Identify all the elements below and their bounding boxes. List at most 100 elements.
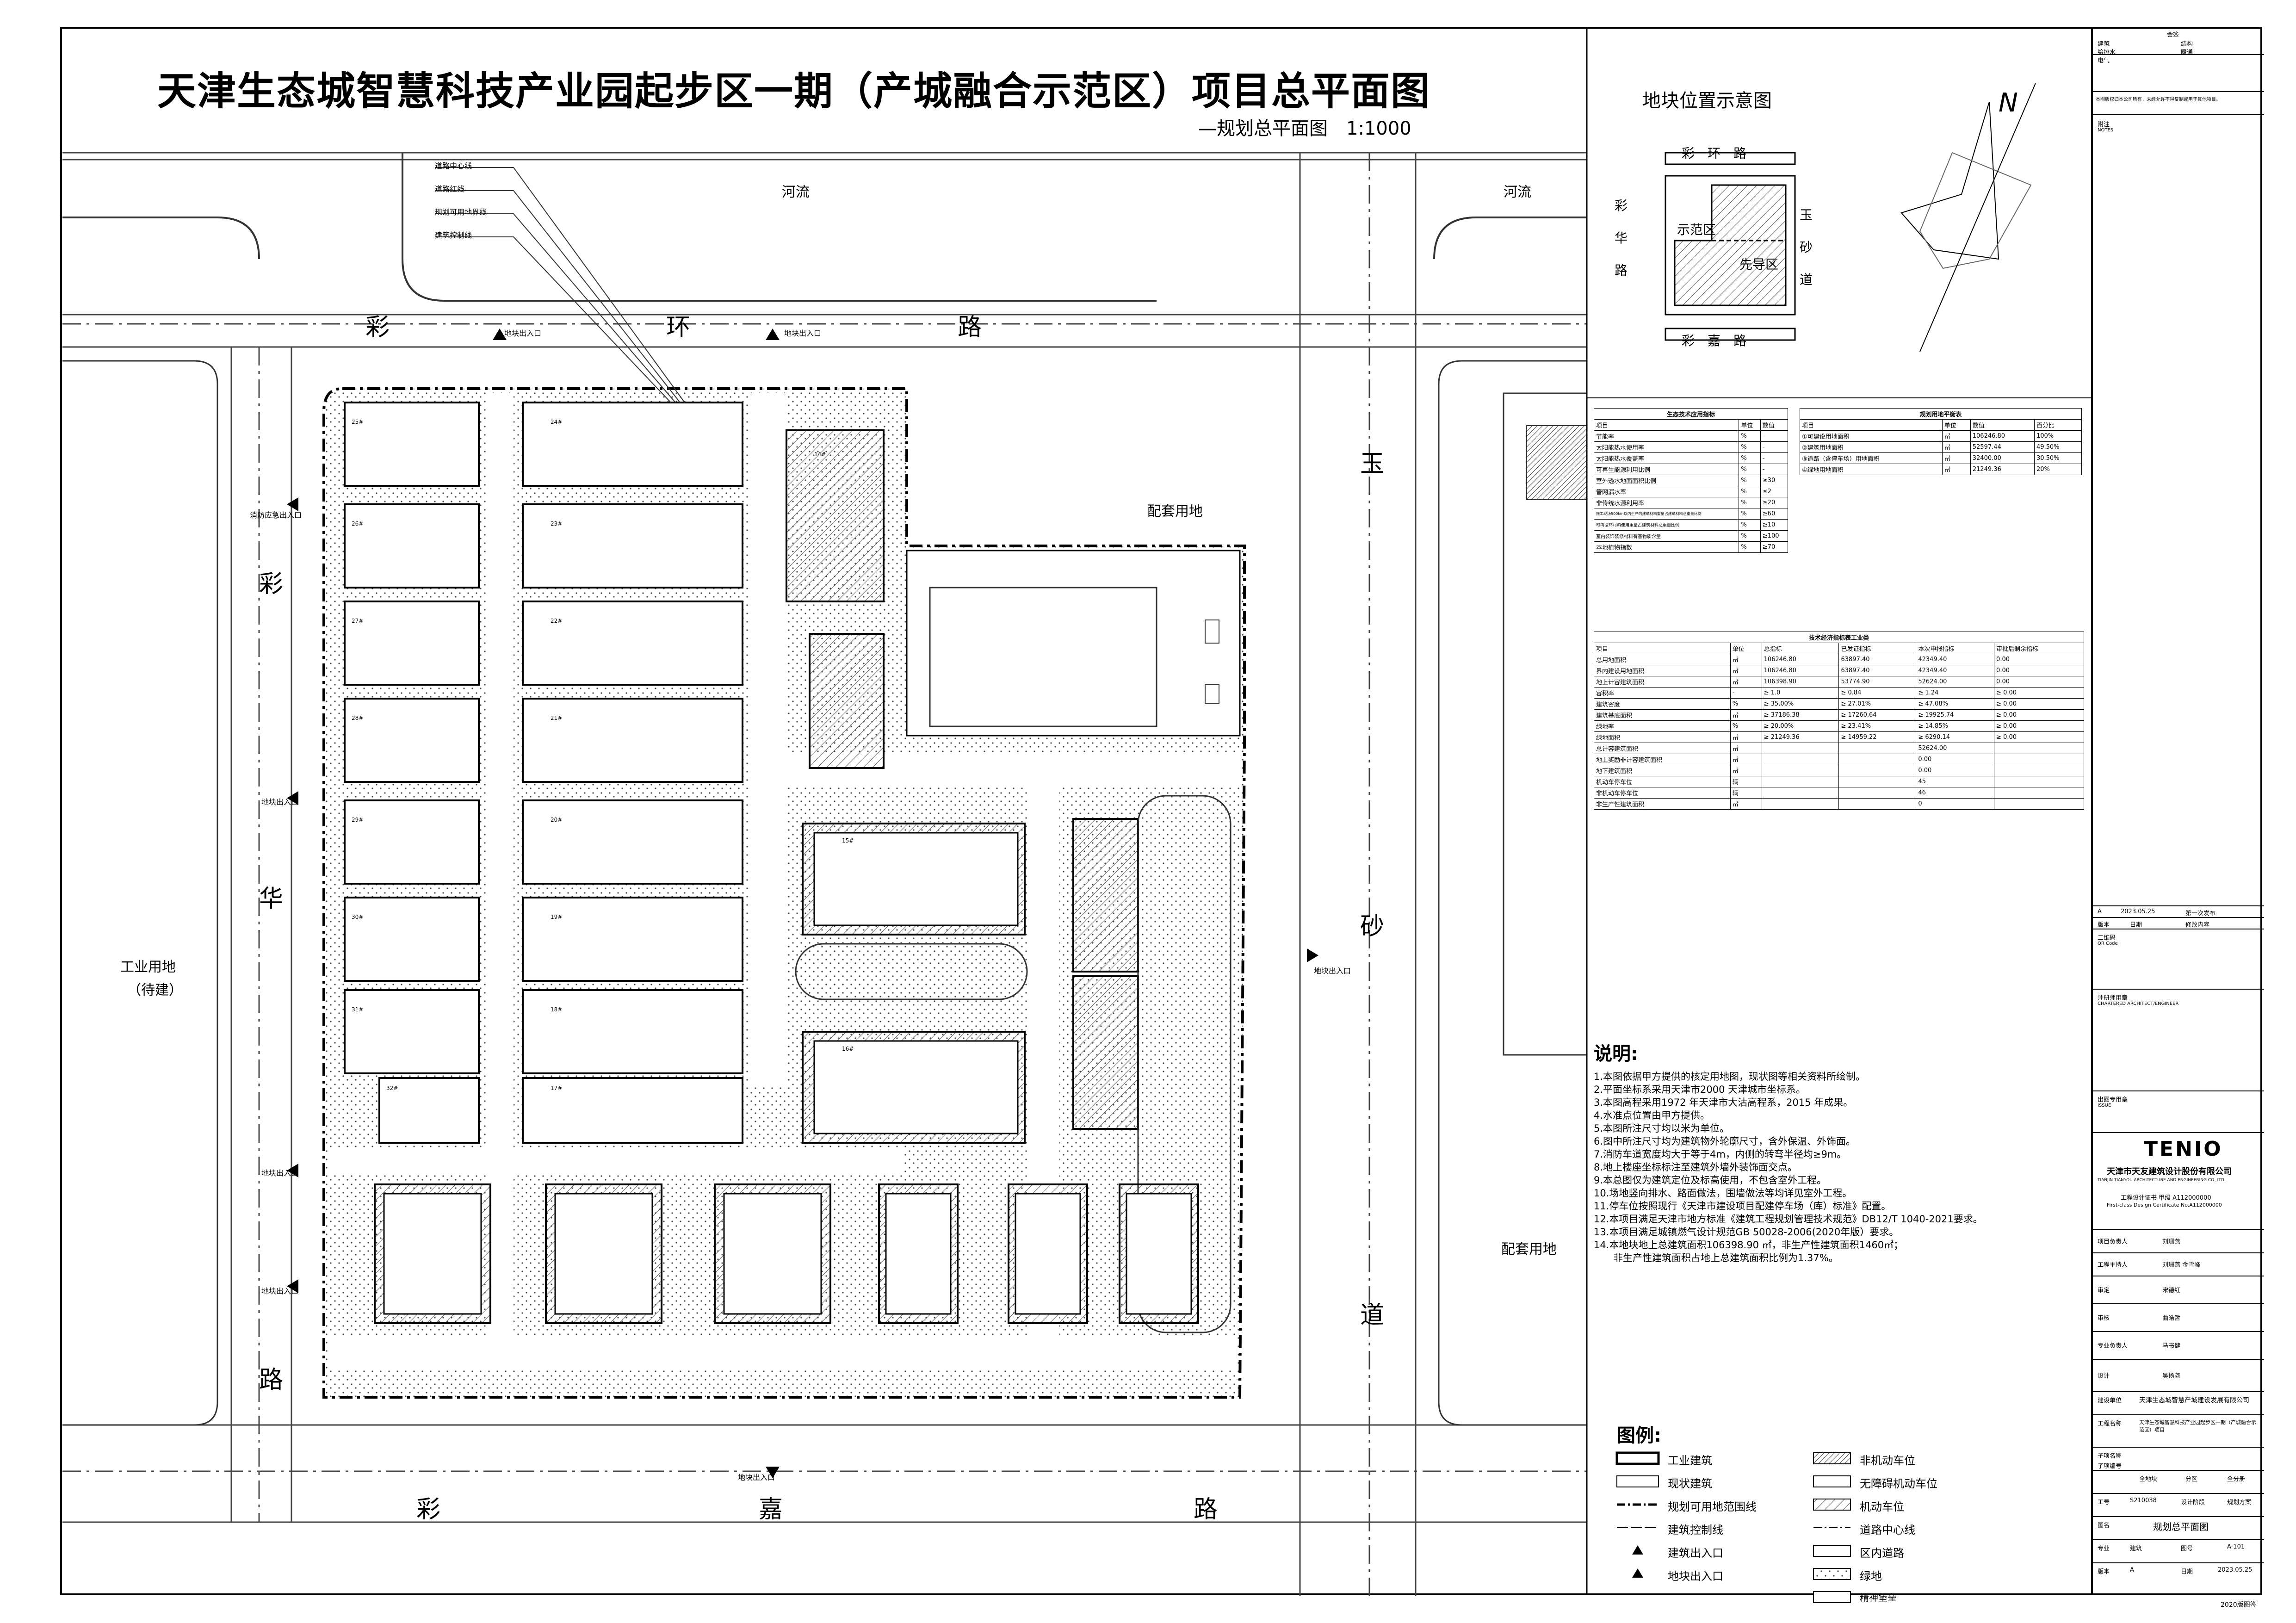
stamp-en: ISSUE	[2098, 1103, 2111, 1108]
stamp-label: 出图专用章	[2098, 1096, 2128, 1103]
road-left-2: 华	[259, 885, 284, 913]
sign-row: 给排水	[2098, 49, 2116, 56]
role-person: 刘珊燕 金雪峰	[2162, 1262, 2201, 1269]
date-label: 日期	[2181, 1568, 2193, 1575]
role-person: 吴扬尧	[2162, 1373, 2181, 1380]
bldg-28: 28#	[352, 715, 364, 721]
legend-item: 非机动车位	[1860, 1454, 1915, 1467]
bldg-15: 15#	[842, 837, 854, 844]
workshop-columns	[344, 402, 743, 1144]
project-name: 天津生态城智慧科技产业园起步区一期（产城融合示范区）项目	[2139, 1419, 2256, 1433]
eco-header: 数值	[1760, 419, 1789, 431]
client-name: 天津生态城智慧产城建设发展有限公司	[2139, 1397, 2249, 1404]
drawing-title-label: 图名	[2098, 1522, 2110, 1529]
role-person: 宋德红	[2162, 1287, 2181, 1294]
section-value: 全分册	[2227, 1476, 2246, 1483]
land-industrial-note: （待建）	[127, 982, 183, 998]
river-label-right: 河流	[1504, 184, 1531, 200]
note-line: 5.本图所注尺寸均以米为单位。	[1594, 1123, 1730, 1134]
legend-item: 区内道路	[1860, 1547, 1904, 1560]
road-right-3: 道	[1360, 1301, 1385, 1329]
bldg-32: 32#	[386, 1085, 398, 1091]
entrance-bottom: 地块出入口	[738, 1473, 775, 1482]
bldg-17: 17#	[551, 1085, 563, 1091]
road-right-2: 砂	[1360, 913, 1385, 941]
land-table-title: 规划用地平衡表	[1800, 408, 2082, 420]
version-label: 版本	[2098, 1568, 2110, 1575]
cert-line: 工程设计证书 甲级 A112000000	[2121, 1195, 2211, 1202]
road-top-2: 环	[666, 314, 691, 341]
legend-item: 机动车位	[1860, 1500, 1904, 1513]
table-row: 室内装饰装修材料有害物质含量%≥100	[1593, 530, 1789, 542]
job-label: 工号	[2098, 1499, 2110, 1506]
fire-entrance-left: 消防应急出入口	[250, 511, 302, 520]
river-bank	[62, 153, 1587, 302]
eco-table-title: 生态技术应用指标	[1594, 408, 1788, 420]
note-line: 非生产性建筑面积占地上总建筑面积比例为1.37%。	[1594, 1252, 1838, 1264]
bldg-19: 19#	[551, 914, 563, 920]
entrance-top-1: 地块出入口	[504, 329, 542, 338]
client-label: 建设单位	[2098, 1397, 2122, 1404]
bldg-14: 14#	[814, 451, 826, 458]
land-support-top: 配套用地	[1147, 503, 1203, 520]
callout-red-line: 道路红线	[435, 185, 465, 193]
road-top-1: 彩	[365, 314, 390, 341]
table-row: 室外透水地面面积比例%≥30	[1593, 475, 1789, 486]
sign-header: 会签	[2167, 31, 2179, 38]
note-line: 6.图中所注尺寸均为建筑物外轮廓尺寸，含外保温、外饰面。	[1594, 1136, 1856, 1147]
role-label: 设计	[2098, 1373, 2110, 1380]
legend-title: 图例:	[1617, 1425, 1661, 1446]
sign-row: 建筑	[2098, 41, 2110, 48]
role-person: 马书健	[2162, 1343, 2181, 1350]
stage-label: 设计阶段	[2181, 1499, 2205, 1506]
site-entrance-arrows	[287, 328, 1318, 1478]
location-road-bottom: 彩 嘉 路	[1682, 333, 1747, 348]
eco-header: 项目	[1593, 419, 1739, 431]
entrance-left-2: 地块出入口	[261, 1169, 299, 1177]
table-row: 太阳能热水覆盖率%-	[1593, 452, 1789, 464]
legend-item: 道路中心线	[1860, 1524, 1915, 1536]
bldg-27: 27#	[352, 618, 364, 624]
drawing-no-value: A-101	[2227, 1543, 2245, 1550]
bldg-21: 21#	[551, 715, 563, 721]
road-bottom-2: 嘉	[759, 1496, 783, 1524]
role-person: 曲皓哲	[2162, 1315, 2181, 1322]
project-label: 工程名称	[2098, 1420, 2122, 1427]
note-line: 3.本图高程采用1972 年天津市大沽高程系，2015 年成果。	[1594, 1097, 1853, 1108]
drawing-no-label: 图号	[2181, 1545, 2193, 1552]
road-top-3: 路	[958, 314, 982, 341]
river-lines	[62, 152, 1587, 161]
engineer-label: 注册师用章	[2098, 995, 2128, 1002]
tech-table-title: 技术经济指标表工业类	[1594, 632, 2084, 643]
sign-row: 暖通	[2181, 49, 2193, 56]
table-row: 管网漏水率%≤2	[1593, 486, 1789, 497]
road-bottom-3: 路	[1194, 1496, 1218, 1524]
entrance-left-1: 地块出入口	[261, 798, 299, 806]
stage-value: 规划方案	[2227, 1499, 2252, 1506]
version-value: A	[2130, 1567, 2134, 1573]
rev-header: 修改内容	[2185, 922, 2210, 929]
note-line: 14.本地块地上总建筑面积106398.90 ㎡，非生产性建筑面积1460㎡；	[1594, 1239, 1904, 1251]
copyright-notice: 本图版权归本公司所有，未经允许不得复制或用于其他项目。	[2096, 97, 2221, 102]
north-arrow: N	[1999, 88, 2018, 118]
company-name-en: TIANJIN TIANYOU ARCHITECTURE AND ENGINEE…	[2098, 1178, 2226, 1183]
note-line: 9.本总图仅为建筑定位及标高使用，不包含室外工程。	[1594, 1175, 1827, 1186]
entrance-right: 地块出入口	[1314, 966, 1351, 975]
sign-row: 结构	[2181, 41, 2193, 48]
callout-boundary: 规划可用地界线	[435, 208, 487, 217]
company-logo: TENIO	[2144, 1137, 2223, 1161]
table-row: 绿地率%≥ 20.00%≥ 23.41%≥ 14.85%≥ 0.00	[1594, 720, 2084, 732]
drawing-title-value: 规划总平面图	[2153, 1521, 2209, 1532]
bldg-22: 22#	[551, 618, 563, 624]
location-road-right: 玉 砂 道	[1800, 207, 1813, 287]
location-zone-demo: 示范区	[1677, 222, 1716, 237]
